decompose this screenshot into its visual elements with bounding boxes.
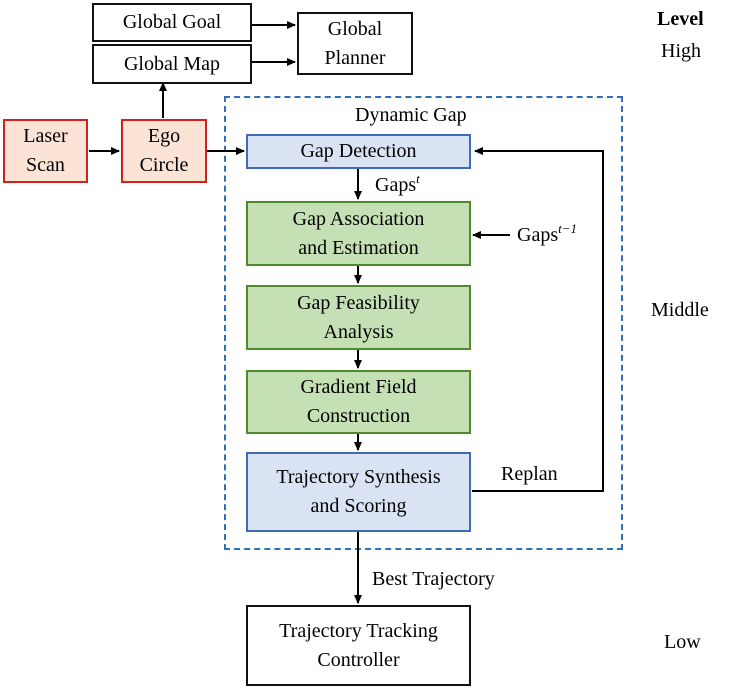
gap-feasibility-label-line2: Analysis (323, 320, 394, 343)
laser-scan-box: Laser Scan (3, 119, 88, 183)
trajectory-synthesis-label-line2: and Scoring (310, 495, 407, 517)
gap-detection-box: Gap Detection (246, 134, 471, 169)
level-high: High (661, 40, 701, 62)
ego-circle-label-line1: Ego (147, 125, 181, 147)
level-middle: Middle (651, 299, 709, 321)
best-trajectory-label: Best Trajectory (372, 568, 495, 590)
tracking-controller-label-line1: Trajectory Tracking (279, 619, 438, 642)
gap-association-label-line1: Gap Association (292, 207, 425, 230)
global-planner-label-line2: Planner (324, 46, 386, 69)
gap-feasibility-box: Gap Feasibility Analysis (246, 285, 471, 350)
dynamic-gap-title: Dynamic Gap (355, 104, 467, 126)
gradient-field-label-line2: Construction (306, 405, 411, 427)
ego-circle-box: Ego Circle (121, 119, 207, 183)
gradient-field-box: Gradient Field Construction (246, 370, 471, 434)
gaps-t-label: Gapst (375, 171, 420, 197)
global-goal-label: Global Goal (122, 11, 222, 33)
dynamic-gap-container (224, 96, 623, 550)
gaps-prev-label: Gapst−1 (517, 221, 577, 247)
gaps-prev-base: Gaps (517, 224, 559, 246)
arrow-replan-loop (472, 147, 604, 492)
replan-label: Replan (501, 463, 558, 485)
gap-detection-label: Gap Detection (300, 140, 417, 162)
gaps-t-superscript: t (416, 171, 420, 186)
level-low: Low (664, 631, 701, 653)
laser-scan-label-line1: Laser (23, 125, 68, 147)
global-map-label: Global Map (123, 52, 221, 75)
gap-feasibility-label-line1: Gap Feasibility (297, 291, 420, 314)
global-planner-box: Global Planner (297, 12, 413, 75)
gradient-field-label-line1: Gradient Field (300, 376, 417, 398)
gap-association-label-line2: and Estimation (298, 236, 419, 259)
trajectory-synthesis-box: Trajectory Synthesis and Scoring (246, 452, 471, 532)
gaps-t-base: Gaps (375, 174, 417, 196)
trajectory-synthesis-label-line1: Trajectory Synthesis (276, 466, 441, 488)
level-title: Level (657, 8, 704, 30)
global-goal-box: Global Goal (92, 3, 252, 42)
ego-circle-label-line2: Circle (139, 154, 189, 176)
gap-association-box: Gap Association and Estimation (246, 201, 471, 266)
tracking-controller-label-line2: Controller (317, 648, 400, 671)
laser-scan-label-line2: Scan (26, 154, 65, 176)
gaps-prev-superscript: t−1 (558, 221, 577, 236)
global-map-box: Global Map (92, 44, 252, 84)
global-planner-label-line1: Global (327, 17, 383, 40)
tracking-controller-box: Trajectory Tracking Controller (246, 605, 471, 686)
